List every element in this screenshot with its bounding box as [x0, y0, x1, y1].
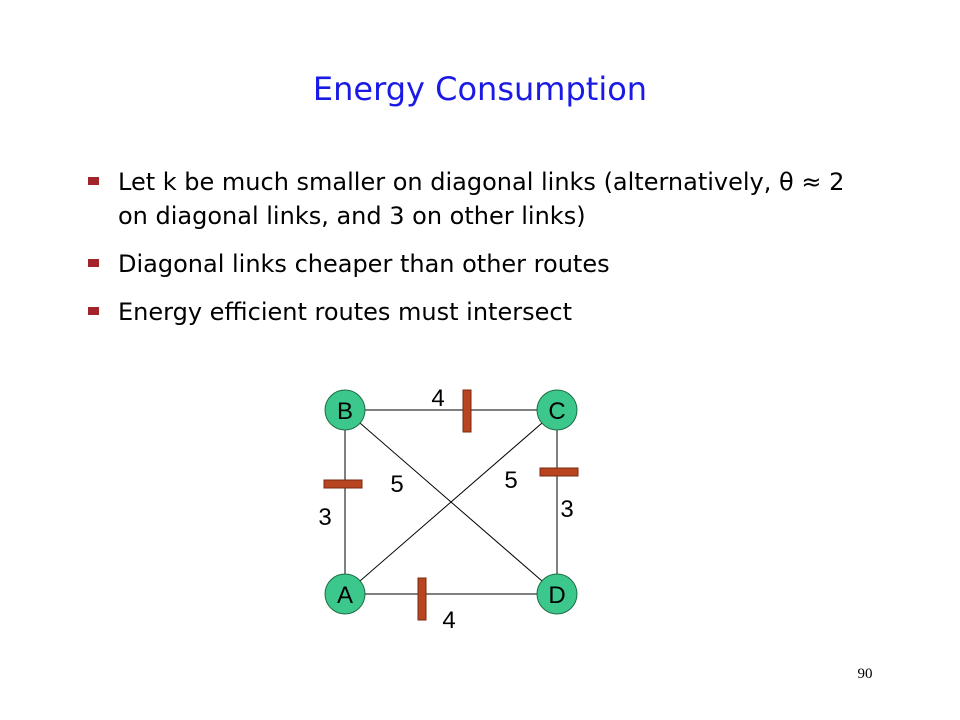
- node-b: B: [324, 389, 366, 431]
- barrier-b-c: [462, 389, 472, 433]
- bullet-text: Diagonal links cheaper than other routes: [118, 250, 610, 278]
- page-number: 90: [857, 666, 873, 682]
- node-label: C: [548, 398, 565, 425]
- slide-title: Energy Consumption: [312, 70, 648, 108]
- bullet-item: Energy efficient routes must intersect: [88, 295, 848, 329]
- weight-b-d: 5: [390, 471, 403, 498]
- node-label: A: [337, 582, 353, 609]
- bullet-item: Let k be much smaller on diagonal links …: [88, 165, 848, 233]
- weight-c-a: 5: [504, 467, 517, 494]
- barrier-a-d: [417, 577, 427, 621]
- weight-b-c: 4: [431, 385, 444, 412]
- node-label: B: [337, 398, 353, 425]
- bullet-item: Diagonal links cheaper than other routes: [88, 247, 848, 281]
- bullet-list: Let k be much smaller on diagonal links …: [88, 165, 848, 343]
- bullet-square-icon: [88, 307, 99, 315]
- node-label: D: [548, 582, 565, 609]
- bullet-text: Let k be much smaller on diagonal links …: [118, 168, 845, 230]
- barrier-c-d: [539, 467, 579, 477]
- edge-c-a: [344, 409, 558, 595]
- bullet-square-icon: [88, 177, 99, 185]
- weight-b-a: 3: [318, 504, 331, 531]
- bullet-text: Energy efficient routes must intersect: [118, 298, 572, 326]
- weight-a-d: 4: [442, 607, 455, 634]
- node-a: A: [324, 573, 366, 615]
- node-d: D: [536, 573, 578, 615]
- barrier-b-a: [323, 479, 363, 489]
- bullet-square-icon: [88, 259, 99, 267]
- node-c: C: [536, 389, 578, 431]
- weight-c-d: 3: [560, 496, 573, 523]
